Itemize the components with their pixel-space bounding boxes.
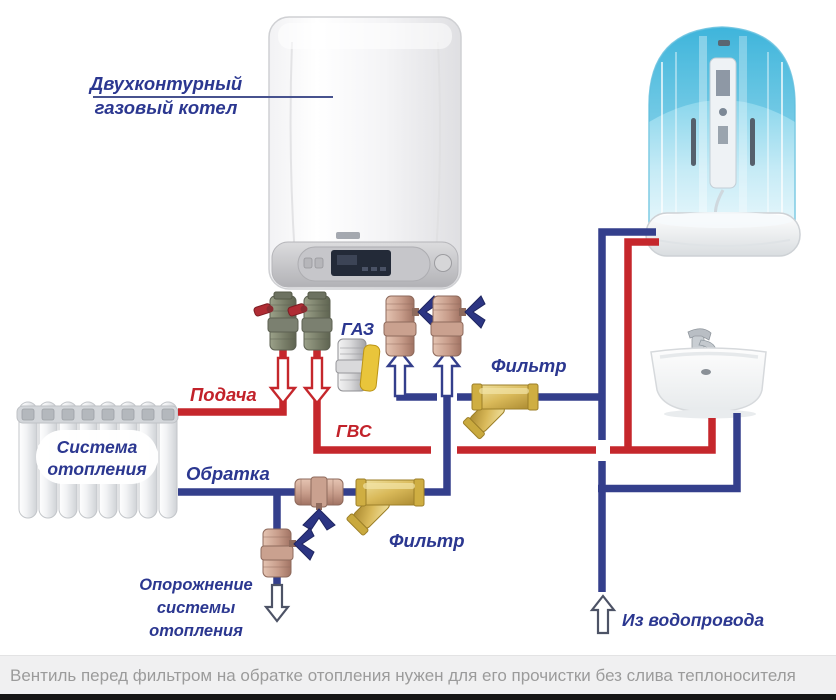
drain-valve	[260, 527, 315, 578]
return-label: Обратка	[186, 463, 270, 484]
return-line-valve	[294, 476, 344, 531]
radiator-label-line1: Система	[56, 437, 138, 457]
dhw-valve	[287, 291, 333, 351]
drain-label-line2: системы	[156, 599, 236, 617]
radiator	[16, 401, 179, 519]
drain-label-line1: Опорожнение	[139, 576, 253, 594]
boiler-label-line1: Двухконтурный	[89, 73, 243, 94]
supply-label: Подача	[190, 384, 257, 405]
supply-valve	[253, 291, 299, 351]
caption-bar: Вентиль перед фильтром на обратке отопле…	[0, 655, 836, 695]
bottom-strip	[0, 694, 836, 700]
piping-diagram	[16, 16, 801, 635]
gas-valve	[335, 338, 381, 392]
drain-label: Опорожнение системы отопления	[118, 574, 274, 643]
supply-down-arrow	[268, 356, 298, 405]
return-up-arrow	[432, 349, 462, 398]
flow-arrows	[263, 349, 617, 635]
gas-label: ГАЗ	[341, 319, 375, 339]
drain-label-line3: отопления	[149, 622, 243, 640]
radiator-label: Система отопления	[38, 436, 156, 480]
caption-text: Вентиль перед фильтром на обратке отопле…	[10, 666, 796, 685]
filter-return-label: Фильтр	[389, 530, 465, 551]
shower-cabin	[645, 26, 801, 257]
water-inlet-label: Из водопровода	[622, 610, 765, 630]
dhw-label: ГВС	[336, 421, 372, 441]
y-filter-return	[346, 478, 425, 536]
boiler-label: Двухконтурный газовый котел	[84, 72, 248, 120]
washbasin	[650, 328, 767, 419]
filter-cold-label: Фильтр	[491, 355, 567, 376]
return-valve	[430, 295, 486, 357]
dhw-down-arrow	[302, 356, 332, 405]
radiator-label-line2: отопления	[47, 459, 147, 479]
cold-inlet-up-arrow	[385, 349, 415, 398]
water-inlet-up-arrow	[589, 594, 617, 635]
y-filter-cold	[462, 383, 539, 440]
drain-down-arrow	[263, 583, 291, 623]
boiler-label-line2: газовый котел	[94, 97, 238, 118]
cold-inlet-valve	[383, 295, 439, 357]
gas-boiler	[268, 16, 462, 290]
